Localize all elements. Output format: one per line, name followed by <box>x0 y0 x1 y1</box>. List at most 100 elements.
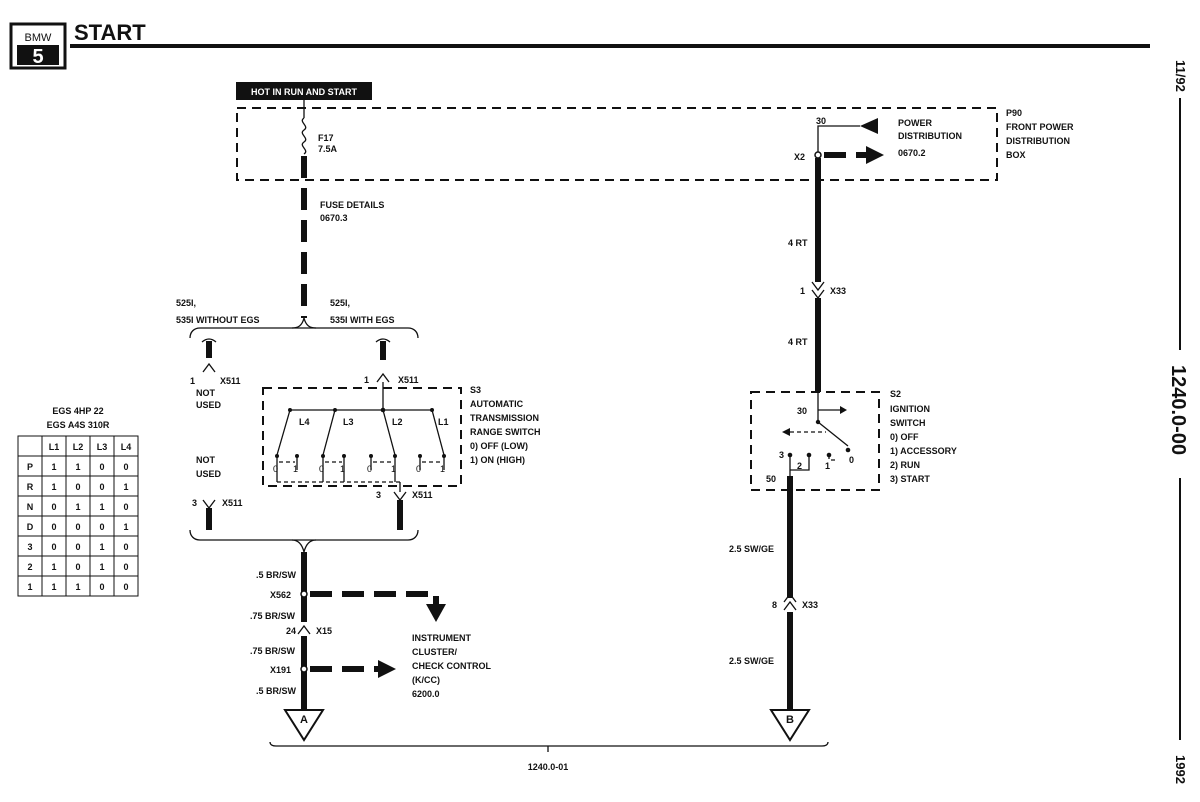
egs-table-value: 1 <box>75 502 80 512</box>
egs-table-value: R <box>27 482 34 492</box>
fuse-f17-symbol <box>301 117 307 155</box>
page-title: START <box>74 20 146 45</box>
merge-junction <box>291 539 317 553</box>
wire-5brsw-label-1: .5 BR/SW <box>256 570 297 580</box>
wire-75brsw-label-2: .75 BR/SW <box>250 646 296 656</box>
pdb-terminal-30: 30 <box>816 116 826 126</box>
ignition-switch-box <box>750 391 880 491</box>
x33-pin-1: 1 <box>800 286 805 296</box>
instrument-cluster-label-2: CLUSTER/ <box>412 647 457 657</box>
egs-table-header: L4 <box>121 442 132 452</box>
egs-table-value: 1 <box>99 502 104 512</box>
egs-table-value: 1 <box>51 482 56 492</box>
x33-label-2: X33 <box>802 600 818 610</box>
egs-table-value: 1 <box>51 462 56 472</box>
instrument-cluster-ref: 6200.0 <box>412 689 440 699</box>
s3-l4-pos-1: 1 <box>293 464 298 474</box>
s3-contacts: L4 0 1 L3 0 1 L2 0 1 L1 0 1 <box>273 390 449 492</box>
egs-table-value: 1 <box>27 582 32 592</box>
not-used-label-2a: NOT <box>196 455 216 465</box>
egs-table-value: 0 <box>99 522 104 532</box>
fuse-id: F17 <box>318 133 334 143</box>
p90-name-2: DISTRIBUTION <box>1006 136 1070 146</box>
x15-label: X15 <box>316 626 332 636</box>
terminal-30-wire <box>817 125 860 154</box>
p90-name-1: FRONT POWER <box>1006 122 1074 132</box>
egs-table-value: 0 <box>99 462 104 472</box>
upper-branch-bracket <box>189 327 419 339</box>
egs-table-value: 1 <box>99 562 104 572</box>
s3-l3-label: L3 <box>343 417 354 427</box>
s2-contact-3: 3 <box>779 450 784 460</box>
egs-table-value: P <box>27 462 33 472</box>
pdb-power-label: POWER <box>898 118 933 128</box>
pdb-x2-label: X2 <box>794 152 805 162</box>
x33-pin-8: 8 <box>772 600 777 610</box>
s2-terminal-50: 50 <box>766 474 776 484</box>
egs-table-value: 2 <box>27 562 32 572</box>
x511-left-pin-1: 1 <box>190 376 195 386</box>
footer-bracket <box>269 741 829 747</box>
x562-branch-arrow <box>426 604 446 622</box>
egs-table-value: 0 <box>99 482 104 492</box>
pdb-ref: 0670.2 <box>898 148 926 158</box>
egs-table-header: L3 <box>97 442 108 452</box>
instrument-cluster-label-1: INSTRUMENT <box>412 633 471 643</box>
egs-table-value: 0 <box>75 542 80 552</box>
egs-table-value: 0 <box>75 562 80 572</box>
connector-b-label: B <box>786 714 794 726</box>
egs-table-value: 0 <box>51 522 56 532</box>
s2-pos-1: 1) ACCESSORY <box>890 446 957 456</box>
x33-connector-top <box>811 281 825 300</box>
x511-right-pin-3: 3 <box>376 490 381 500</box>
egs-table-header: L2 <box>73 442 84 452</box>
logo-bmw-text: BMW <box>25 32 53 44</box>
right-branch-label-1: 525I, <box>330 298 350 308</box>
terminal-30-arrow <box>860 118 878 134</box>
s3-l3-pos-0: 0 <box>319 464 324 474</box>
s3-l1-pos-1: 1 <box>440 464 445 474</box>
s3-l2-label: L2 <box>392 417 403 427</box>
split-junction <box>291 317 317 329</box>
x562-branch-wire <box>310 591 439 606</box>
p90-name-3: BOX <box>1006 150 1026 160</box>
instrument-cluster-label-4: (K/CC) <box>412 675 440 685</box>
connector-a-symbol <box>283 709 325 742</box>
left-branch-label-1: 525I, <box>176 298 196 308</box>
x511-right-label-1: X511 <box>398 375 419 385</box>
wire-75brsw-label-1: .75 BR/SW <box>250 611 296 621</box>
x511-right-connector-bottom <box>393 491 407 502</box>
left-stub-top-cap <box>201 338 217 343</box>
left-branch-label-2: 535I WITHOUT EGS <box>176 315 260 325</box>
ignition-switch-contacts: 30 3 2 1 0 50 <box>766 392 854 484</box>
egs-table-value: D <box>27 522 34 532</box>
x511-left-label-2: X511 <box>222 498 243 508</box>
x191-splice <box>300 665 308 673</box>
x33-connector-bottom <box>783 592 797 611</box>
not-used-label-1b: USED <box>196 400 222 410</box>
s2-pos-3: 3) START <box>890 474 930 484</box>
x15-connector <box>297 624 311 635</box>
x511-right-label-2: X511 <box>412 490 433 500</box>
fuse-details-ref: 0670.3 <box>320 213 348 223</box>
egs-table-value: 0 <box>51 502 56 512</box>
s3-name-1: AUTOMATIC <box>470 399 524 409</box>
wire-25swge-label-2: 2.5 SW/GE <box>729 656 774 666</box>
x562-label: X562 <box>270 590 291 600</box>
p90-id: P90 <box>1006 108 1022 118</box>
fuse-details-label: FUSE DETAILS <box>320 200 384 210</box>
egs-table-value: 1 <box>75 582 80 592</box>
x511-left-connector-bottom <box>202 499 216 510</box>
s3-l1-label: L1 <box>438 417 449 427</box>
x33-label-1: X33 <box>830 286 846 296</box>
right-branch-label-2: 535I WITH EGS <box>330 315 395 325</box>
egs-table-value: 0 <box>123 462 128 472</box>
side-section-number: 1240.0-00 <box>1167 365 1189 455</box>
egs-table-value: 0 <box>51 542 56 552</box>
footer-ref: 1240.0-01 <box>528 762 569 772</box>
svg-text:HOT IN RUN AND START: HOT IN RUN AND START <box>251 87 357 97</box>
x511-left-label-1: X511 <box>220 376 241 386</box>
s3-name-3: RANGE SWITCH <box>470 427 541 437</box>
x511-right-pin-1: 1 <box>364 375 369 385</box>
